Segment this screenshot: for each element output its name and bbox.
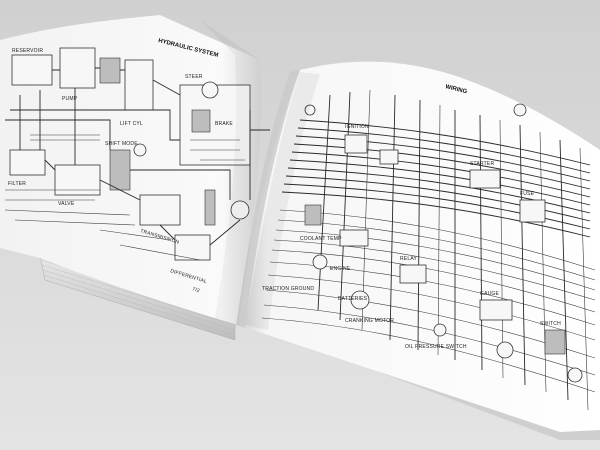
left-label-lift-cyl: LIFT CYL [120, 121, 143, 127]
right-label-batteries: BATTERIES [338, 296, 368, 302]
left-label-valve: VALVE [58, 201, 75, 207]
left-page-shade [200, 20, 261, 325]
right-label-traction-ground: TRACTION GROUND [262, 286, 314, 292]
right-label-gauge: GAUGE [480, 291, 500, 297]
left-label-pump: PUMP [62, 96, 78, 102]
left-label-shift-mode: SHIFT MODE [105, 141, 138, 147]
right-label-fuse: FUSE [520, 191, 535, 197]
right-label-ignition: IGNITION [345, 124, 369, 130]
right-page-shade [245, 72, 320, 330]
right-page-header: WIRING [445, 84, 468, 95]
left-label-brake: BRAKE [215, 121, 233, 127]
left-label-steer: STEER [185, 74, 203, 80]
right-label-relay: RELAY [400, 256, 417, 262]
right-label-oil-pressure: OIL PRESSURE SWITCH [405, 344, 467, 350]
right-label-switch: SWITCH [540, 321, 561, 327]
right-label-engine: ENGINE [330, 266, 351, 272]
right-label-coolant-temp: COOLANT TEMP [300, 236, 342, 242]
left-page-footer: 7/2 [191, 286, 200, 294]
left-label-reservoir: RESERVOIR [12, 48, 43, 54]
book-gutter [236, 70, 300, 328]
left-label-filter: FILTER [8, 181, 26, 187]
right-label-cranking-motor: CRANKING MOTOR [345, 318, 394, 324]
right-label-starter: STARTER [470, 161, 494, 167]
right-diagram: WIRING [261, 84, 596, 411]
